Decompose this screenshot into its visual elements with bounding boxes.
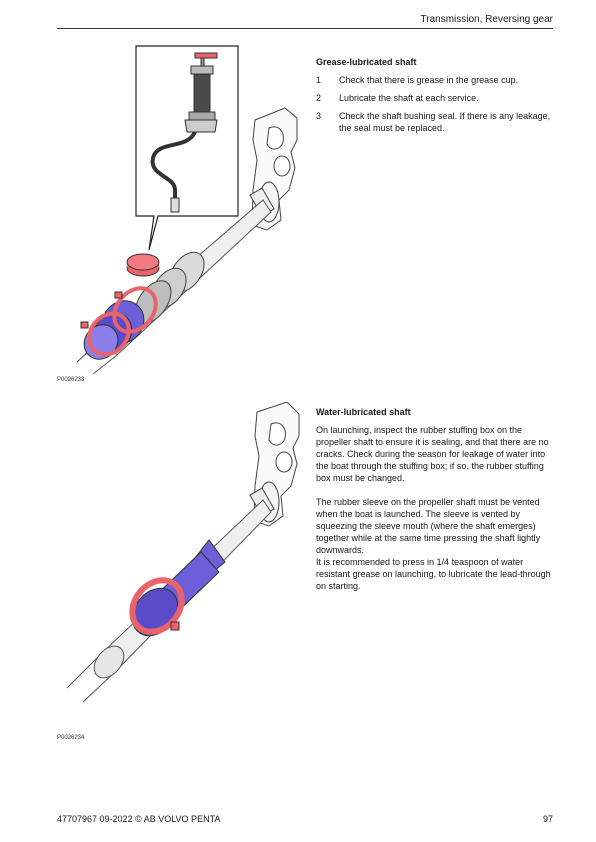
step-number: 1 — [316, 75, 322, 85]
footer-doc-ref: 47707967 09-2022 © AB VOLVO PENTA — [57, 814, 221, 824]
step-number: 2 — [316, 93, 322, 103]
paragraph: On launching, inspect the rubber stuffin… — [316, 425, 549, 483]
header-rule — [57, 28, 553, 29]
figure-code: P0026234 — [57, 735, 85, 741]
page-number: 97 — [542, 814, 553, 824]
hose-clamps — [80, 286, 158, 357]
hose-clamp — [129, 577, 185, 635]
grease-cup-callout — [135, 45, 239, 251]
step-text: Lubricate the shaft at each service. — [339, 93, 479, 103]
paragraph: It is recommended to press in 1/4 teaspo… — [316, 557, 551, 591]
water-lubricated-section: Water-lubricated shaft On launching, ins… — [316, 406, 558, 592]
section-heading: Water-lubricated shaft — [316, 407, 411, 417]
step-text: Check the shaft bushing seal. If there i… — [339, 111, 551, 133]
section-heading: Grease-lubricated shaft — [316, 57, 417, 67]
header-title: Transmission, Reversing gear — [420, 14, 553, 25]
grease-shaft-illustration — [76, 45, 298, 375]
shaft-seal-housing — [134, 251, 205, 324]
figure-code: P0026233 — [57, 377, 85, 383]
grease-cup — [126, 253, 160, 277]
water-shaft-illustration — [66, 402, 300, 703]
step-item: 2 Lubricate the shaft at each service. — [316, 92, 558, 104]
grease-gun-detail — [150, 52, 218, 213]
grease-lubricated-section: Grease-lubricated shaft 1 Check that the… — [316, 56, 558, 140]
paragraph: The rubber sleeve on the propeller shaft… — [316, 497, 541, 555]
step-item: 1 Check that there is grease in the grea… — [316, 74, 558, 86]
steps-list: 1 Check that there is grease in the grea… — [316, 74, 558, 134]
rubber-sleeve — [131, 539, 226, 637]
step-text: Check that there is grease in the grease… — [339, 75, 519, 85]
step-number: 3 — [316, 111, 322, 121]
step-item: 3 Check the shaft bushing seal. If there… — [316, 110, 558, 134]
